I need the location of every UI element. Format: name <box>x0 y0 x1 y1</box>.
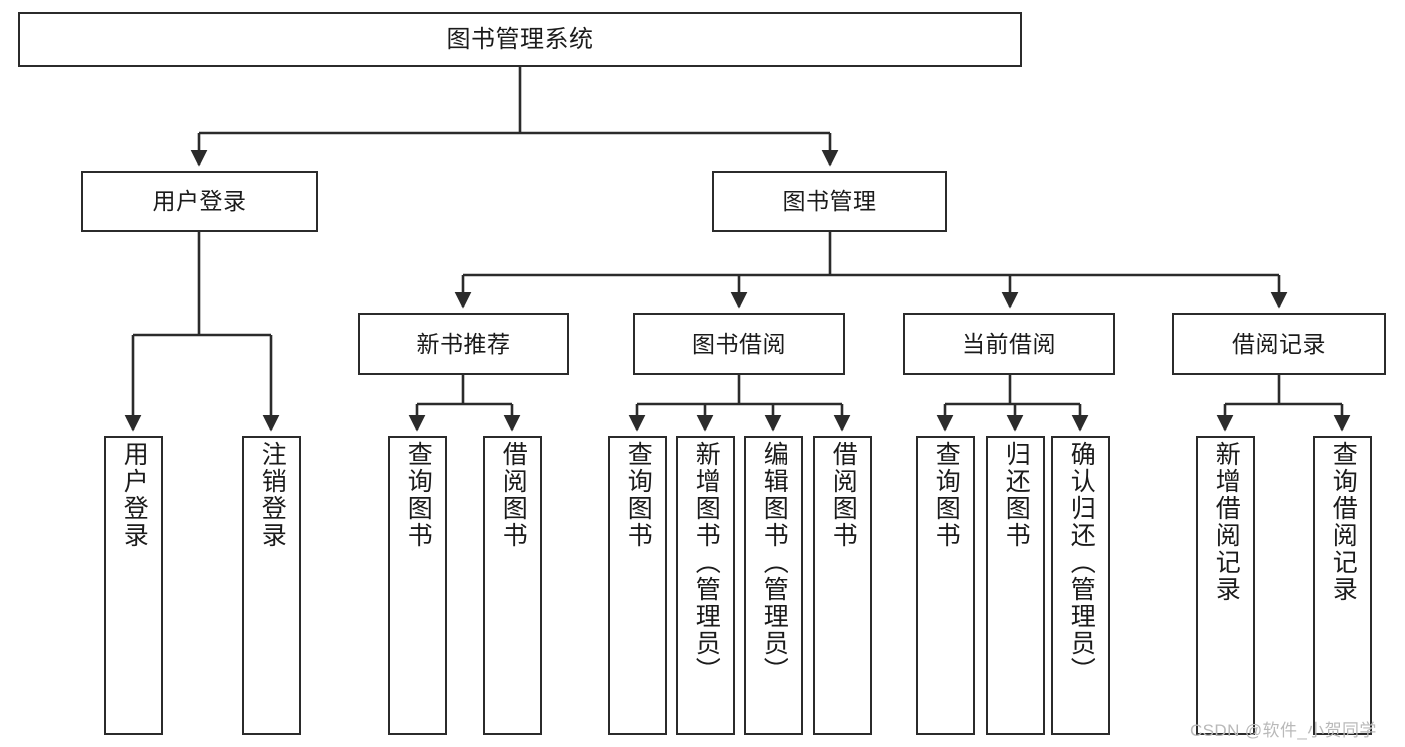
leaf-current-query-book[interactable]: 查询图书 <box>916 436 975 735</box>
node-label: 查询借阅记录 <box>1329 441 1358 603</box>
leaf-borrow-query-book[interactable]: 查询图书 <box>608 436 667 735</box>
node-borrow-records[interactable]: 借阅记录 <box>1172 313 1386 375</box>
csdn-watermark: CSDN @软件_小贺同学 <box>1190 721 1377 740</box>
node-label: 新增图书（管理员） <box>692 441 721 684</box>
leaf-user-login-signin[interactable]: 用户登录 <box>104 436 163 735</box>
node-label: 当前借阅 <box>962 330 1056 357</box>
node-label: 确认归还（管理员） <box>1067 441 1096 684</box>
node-label: 新书推荐 <box>416 330 511 357</box>
node-label: 图书管理 <box>782 188 877 215</box>
node-label: 借阅图书 <box>829 441 858 549</box>
node-label: 用户登录 <box>120 441 149 549</box>
node-new-book-recommend[interactable]: 新书推荐 <box>358 313 569 375</box>
node-current-borrow[interactable]: 当前借阅 <box>903 313 1115 375</box>
leaf-borrow-add-book-admin[interactable]: 新增图书（管理员） <box>676 436 735 735</box>
node-label: 新增借阅记录 <box>1212 441 1241 603</box>
node-label: 编辑图书（管理员） <box>760 441 789 684</box>
node-label: 查询图书 <box>932 441 961 549</box>
node-label: 注销登录 <box>258 441 287 549</box>
leaf-recommend-borrow-book[interactable]: 借阅图书 <box>483 436 542 735</box>
leaf-recommend-query-book[interactable]: 查询图书 <box>388 436 447 735</box>
node-label: 借阅记录 <box>1232 330 1326 357</box>
node-label: 借阅图书 <box>499 441 528 549</box>
node-label: 查询图书 <box>404 441 433 549</box>
leaf-borrow-borrow-book[interactable]: 借阅图书 <box>813 436 872 735</box>
node-label: 查询图书 <box>624 441 653 549</box>
node-book-management[interactable]: 图书管理 <box>712 171 947 232</box>
node-label: 图书管理系统 <box>446 25 594 53</box>
node-user-login[interactable]: 用户登录 <box>81 171 318 232</box>
leaf-current-confirm-return-admin[interactable]: 确认归还（管理员） <box>1051 436 1110 735</box>
node-label: 用户登录 <box>152 188 247 215</box>
leaf-current-return-book[interactable]: 归还图书 <box>986 436 1045 735</box>
leaf-records-query-record[interactable]: 查询借阅记录 <box>1313 436 1372 735</box>
leaf-user-login-signout[interactable]: 注销登录 <box>242 436 301 735</box>
node-label: 归还图书 <box>1002 441 1031 549</box>
leaf-borrow-edit-book-admin[interactable]: 编辑图书（管理员） <box>744 436 803 735</box>
node-label: 图书借阅 <box>692 330 786 357</box>
node-root-system[interactable]: 图书管理系统 <box>18 12 1022 67</box>
leaf-records-add-record[interactable]: 新增借阅记录 <box>1196 436 1255 735</box>
node-book-borrow[interactable]: 图书借阅 <box>633 313 845 375</box>
